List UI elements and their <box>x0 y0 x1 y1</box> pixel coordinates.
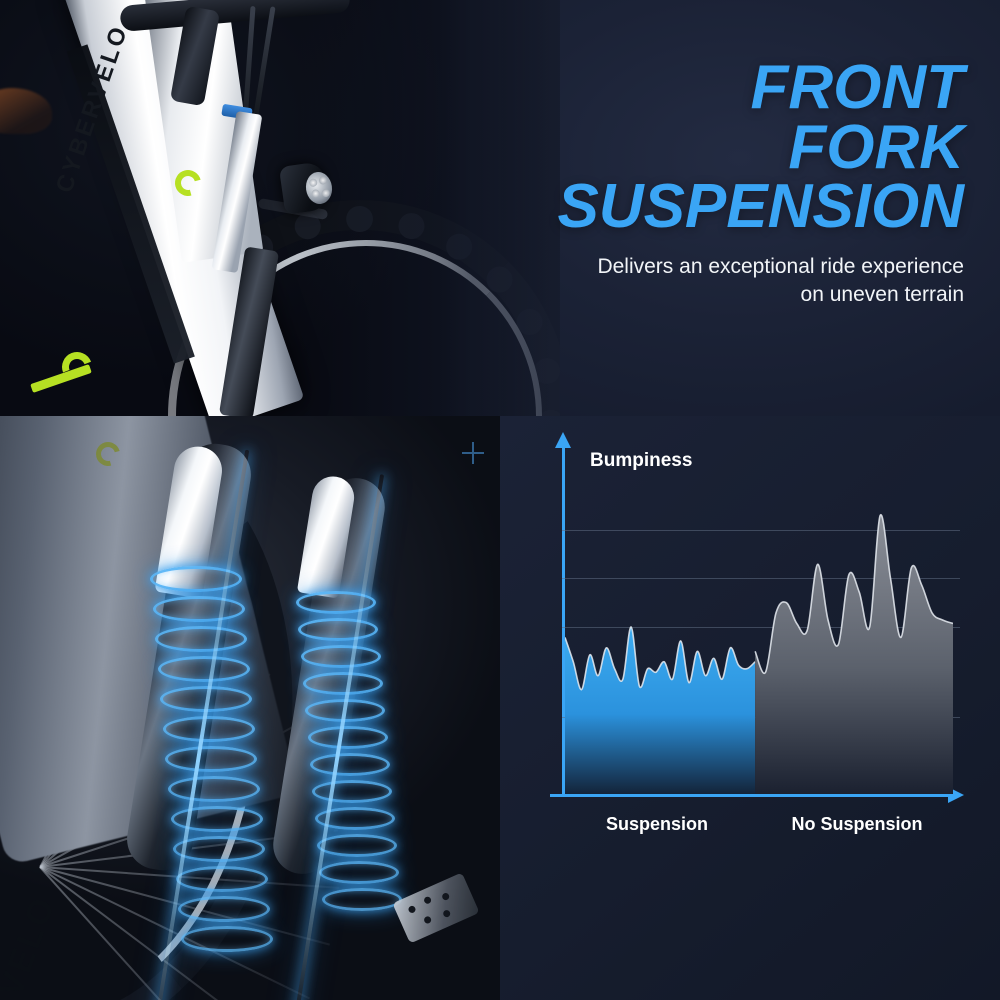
spoke <box>39 866 330 946</box>
cross-mark-icon <box>462 442 484 464</box>
headline-block: FRONT FORK SUSPENSION Delivers an except… <box>444 53 964 310</box>
no-suspension-area-stroke <box>754 514 954 675</box>
headline-line-1: FRONT <box>750 53 964 122</box>
spoke <box>39 866 281 1000</box>
bottom-detail-panel: VELO Bumpiness <box>0 416 1000 1000</box>
subheadline-block: Delivers an exceptional ride experience … <box>444 253 964 310</box>
spoke <box>39 866 310 1000</box>
suspension-area <box>565 626 756 794</box>
suspension-area-stroke <box>564 626 756 691</box>
y-axis <box>562 446 565 796</box>
y-axis-label: Bumpiness <box>590 450 693 471</box>
gridline <box>562 529 960 531</box>
category-label-no-suspension: No Suspension <box>791 814 923 834</box>
no-suspension-area <box>755 514 953 794</box>
subheadline-line-2: on uneven terrain <box>800 283 964 307</box>
subheadline-line-1: Delivers an exceptional ride experience <box>597 254 964 278</box>
chart-inner: Bumpiness Suspension No Suspension <box>530 432 980 906</box>
gridline <box>562 626 960 628</box>
headline-line-3: SUSPENSION <box>557 172 964 242</box>
gridline <box>562 578 960 580</box>
fork-closeup-photo: VELO <box>0 416 500 1000</box>
bumpiness-chart: Bumpiness Suspension No Suspension <box>500 416 1000 1000</box>
chart-category-labels: Suspension No Suspension <box>562 814 962 835</box>
headline-line-2: FORK <box>788 112 964 182</box>
chart-waveforms <box>564 514 954 794</box>
spoke <box>39 866 242 1000</box>
chart-plot-area <box>564 446 954 794</box>
x-axis <box>550 794 950 797</box>
category-label-suspension: Suspension <box>605 814 708 834</box>
top-hero-panel: CYBERVELO FRONT FORK SUSPENSION <box>0 0 1000 416</box>
arrow-up-icon <box>555 432 571 448</box>
